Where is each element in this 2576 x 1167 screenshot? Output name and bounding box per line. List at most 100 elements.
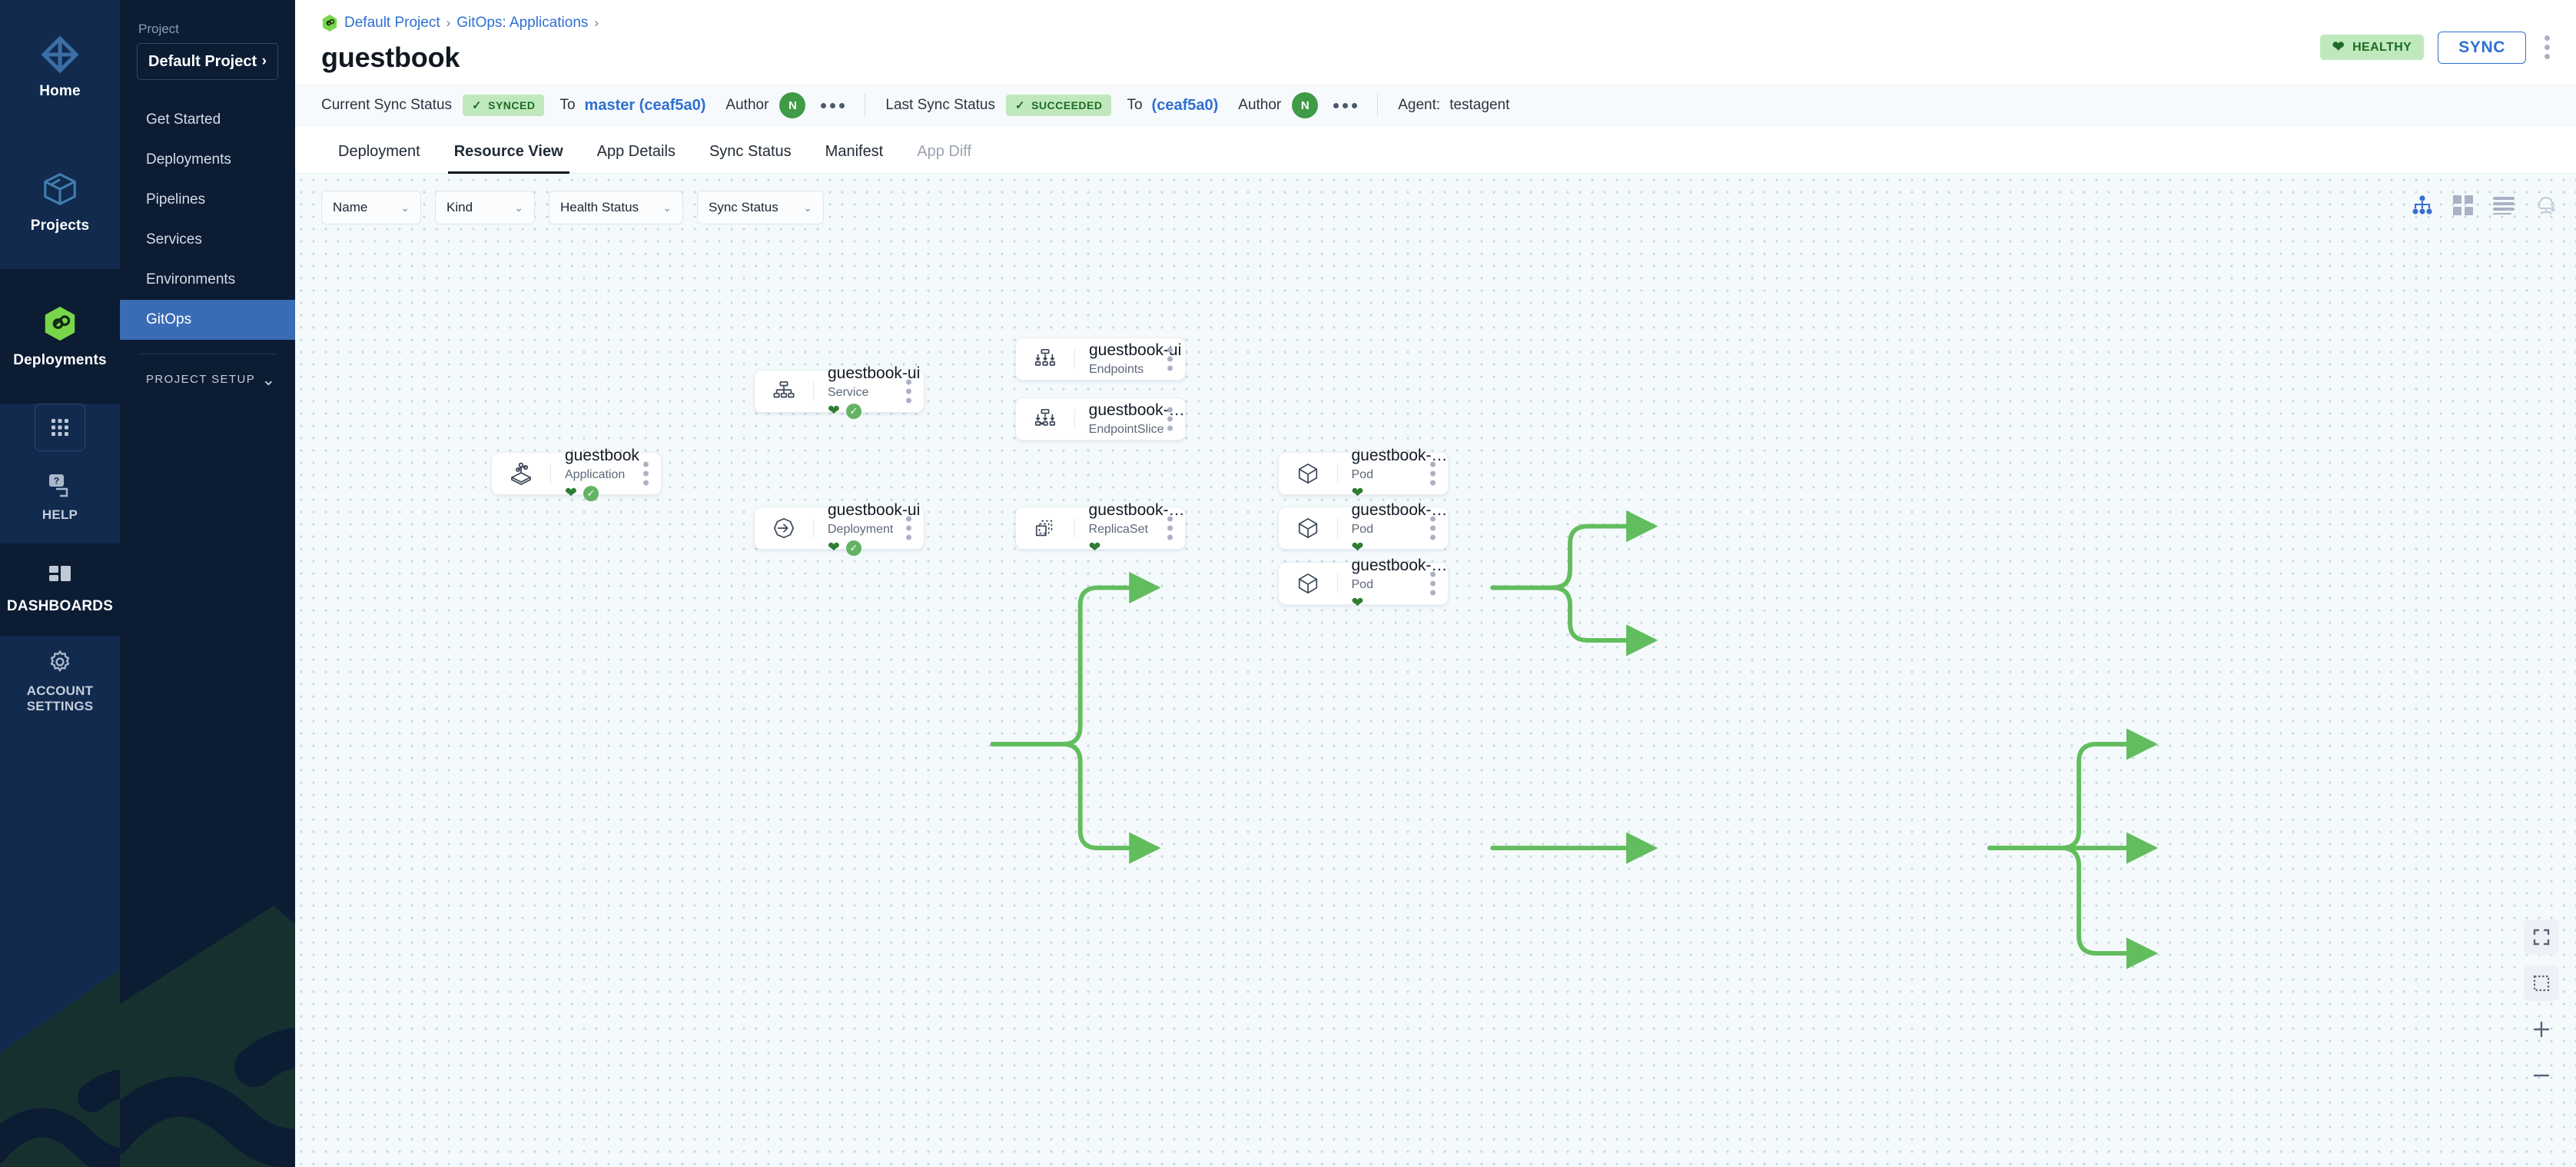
pod-icon bbox=[1279, 572, 1337, 595]
heart-icon: ❤ bbox=[1351, 595, 1364, 611]
graph-node-pod[interactable]: guestbook-ui-5b64f6959… Pod ❤ bbox=[1278, 501, 1449, 555]
tab-deployment[interactable]: Deployment bbox=[338, 143, 420, 160]
resource-graph-canvas[interactable]: Name ⌄ Kind ⌄ Health Status ⌄ Sync Statu… bbox=[295, 174, 2576, 1167]
breadcrumb-item-gitops-applications[interactable]: GitOps: Applications bbox=[456, 15, 589, 31]
canvas-controls bbox=[2524, 919, 2559, 1093]
graph-node-application[interactable]: guestbook Application ❤ ✓ bbox=[491, 447, 662, 501]
graph-node-pod[interactable]: guestbook-ui-5b64f6959… Pod ❤ bbox=[1278, 557, 1449, 610]
node-body: guestbook-ui Deployment ❤ ✓ bbox=[814, 501, 924, 556]
current-revision-link[interactable]: master (ceaf5a0) bbox=[584, 96, 706, 114]
chevron-right-icon: › bbox=[261, 53, 267, 69]
sidebar-item-environments[interactable]: Environments bbox=[120, 260, 295, 300]
node-body: guestbook Application ❤ ✓ bbox=[551, 447, 661, 501]
product-logo-icon bbox=[322, 15, 337, 32]
svg-text:?: ? bbox=[54, 476, 59, 487]
heart-icon: ❤ bbox=[828, 540, 840, 556]
last-revision-link[interactable]: (ceaf5a0) bbox=[1151, 96, 1219, 114]
node-kebab-icon[interactable] bbox=[639, 457, 653, 490]
sidebar-watermark bbox=[120, 906, 295, 1167]
kebab-vertical-icon[interactable] bbox=[2540, 31, 2554, 64]
avatar[interactable]: N bbox=[779, 92, 806, 118]
node-kebab-icon[interactable] bbox=[1426, 457, 1440, 490]
rail-item-deployments[interactable]: Deployments bbox=[0, 269, 120, 404]
network-view-icon[interactable] bbox=[2535, 195, 2558, 215]
node-body: guestbook-ui-5b64f69597 ReplicaSet ❤ bbox=[1075, 501, 1185, 556]
graph-node-deployment[interactable]: guestbook-ui Deployment ❤ ✓ bbox=[754, 501, 925, 556]
check-circle-icon: ✓ bbox=[472, 99, 483, 112]
avatar[interactable]: N bbox=[1292, 92, 1319, 118]
home-diamond-icon bbox=[41, 35, 79, 74]
divider bbox=[1074, 518, 1075, 538]
deployment-icon bbox=[755, 516, 813, 540]
sidebar-item-gitops[interactable]: GitOps bbox=[120, 300, 295, 340]
tab-app-details[interactable]: App Details bbox=[596, 143, 676, 160]
sidebar-item-get-started[interactable]: Get Started bbox=[120, 100, 295, 140]
last-overflow-icon[interactable] bbox=[1333, 102, 1358, 108]
node-kebab-icon[interactable] bbox=[1426, 567, 1440, 600]
breadcrumb: Default Project › GitOps: Applications › bbox=[321, 14, 2550, 32]
current-sync-status-label: Current Sync Status bbox=[321, 97, 453, 113]
node-kebab-icon[interactable] bbox=[1163, 403, 1177, 436]
zoom-in-button[interactable] bbox=[2524, 1012, 2559, 1047]
tab-resource-view[interactable]: Resource View bbox=[437, 143, 580, 174]
filter-label: Kind bbox=[446, 200, 473, 214]
check-circle-icon: ✓ bbox=[583, 485, 599, 501]
node-kebab-icon[interactable] bbox=[1163, 512, 1177, 545]
graph-node-endpoints[interactable]: guestbook-ui Endpoints bbox=[1015, 337, 1186, 381]
divider bbox=[1337, 464, 1338, 484]
tree-view-icon[interactable] bbox=[2412, 195, 2433, 215]
sidebar-item-deployments[interactable]: Deployments bbox=[120, 140, 295, 180]
zoom-out-button[interactable] bbox=[2524, 1058, 2559, 1093]
node-kebab-icon[interactable] bbox=[1426, 512, 1440, 545]
canvas-grid-background bbox=[295, 174, 2576, 1167]
node-kebab-icon[interactable] bbox=[901, 512, 916, 545]
rail-item-projects[interactable]: Projects bbox=[0, 135, 120, 269]
project-selector[interactable]: Default Project › bbox=[137, 43, 278, 80]
graph-node-pod[interactable]: guestbook-ui-5b64f6959… Pod ❤ bbox=[1278, 447, 1449, 500]
rail-item-home[interactable]: Home bbox=[0, 0, 120, 135]
sync-button[interactable]: SYNC bbox=[2438, 31, 2526, 64]
filter-health-status[interactable]: Health Status ⌄ bbox=[549, 191, 683, 224]
sidebar-item-services[interactable]: Services bbox=[120, 220, 295, 260]
node-kind: Pod bbox=[1351, 522, 1373, 536]
selection-box-button[interactable] bbox=[2524, 966, 2559, 1001]
tab-bar: Deployment Resource View App Details Syn… bbox=[295, 126, 2576, 174]
current-to-label: To bbox=[559, 97, 576, 113]
graph-node-service[interactable]: guestbook-ui Service ❤ ✓ bbox=[754, 364, 925, 419]
tab-app-diff: App Diff bbox=[917, 143, 972, 160]
current-overflow-icon[interactable] bbox=[821, 102, 845, 108]
replicaset-icon bbox=[1016, 517, 1074, 540]
node-kebab-icon[interactable] bbox=[901, 375, 916, 408]
tab-manifest[interactable]: Manifest bbox=[825, 143, 884, 160]
node-kind: EndpointSlice bbox=[1088, 423, 1164, 436]
grid-view-icon[interactable] bbox=[2453, 195, 2473, 215]
chevron-down-icon: ⌄ bbox=[400, 201, 410, 214]
graph-node-replicaset[interactable]: guestbook-ui-5b64f69597 ReplicaSet ❤ bbox=[1015, 501, 1186, 555]
breadcrumb-item-default-project[interactable]: Default Project bbox=[344, 15, 440, 31]
filter-sync-status[interactable]: Sync Status ⌄ bbox=[697, 191, 824, 224]
apps-grid-launcher[interactable] bbox=[35, 404, 85, 451]
endpointslice-icon bbox=[1016, 407, 1074, 431]
fullscreen-button[interactable] bbox=[2524, 919, 2559, 955]
rail-item-dashboards[interactable]: DASHBOARDS bbox=[0, 544, 120, 636]
list-view-icon[interactable] bbox=[2493, 196, 2515, 214]
heart-icon: ❤ bbox=[1351, 485, 1364, 501]
status-badge-healthy[interactable]: ❤ HEALTHY bbox=[2319, 35, 2425, 60]
tab-sync-status[interactable]: Sync Status bbox=[709, 143, 792, 160]
filter-kind[interactable]: Kind ⌄ bbox=[435, 191, 535, 224]
sidebar-section-project-setup[interactable]: PROJECT SETUP ⌄ bbox=[120, 368, 295, 391]
graph-node-endpointslice[interactable]: guestbook-ui-ncpmr EndpointSlice bbox=[1015, 397, 1186, 441]
node-kind: Deployment bbox=[828, 522, 894, 536]
sidebar-item-label: Get Started bbox=[146, 111, 221, 128]
last-author-label: Author bbox=[1238, 97, 1282, 113]
rail-item-account-settings[interactable]: ACCOUNT SETTINGS bbox=[0, 636, 120, 728]
breadcrumb-separator: › bbox=[594, 15, 599, 30]
filter-name[interactable]: Name ⌄ bbox=[321, 191, 421, 224]
rail-item-help[interactable]: ? HELP bbox=[0, 451, 120, 544]
node-kebab-icon[interactable] bbox=[1163, 343, 1177, 376]
sidebar-item-pipelines[interactable]: Pipelines bbox=[120, 180, 295, 220]
divider bbox=[813, 381, 814, 401]
divider bbox=[1377, 94, 1379, 117]
node-status: ❤ bbox=[1352, 486, 1449, 501]
application-icon bbox=[492, 460, 550, 487]
